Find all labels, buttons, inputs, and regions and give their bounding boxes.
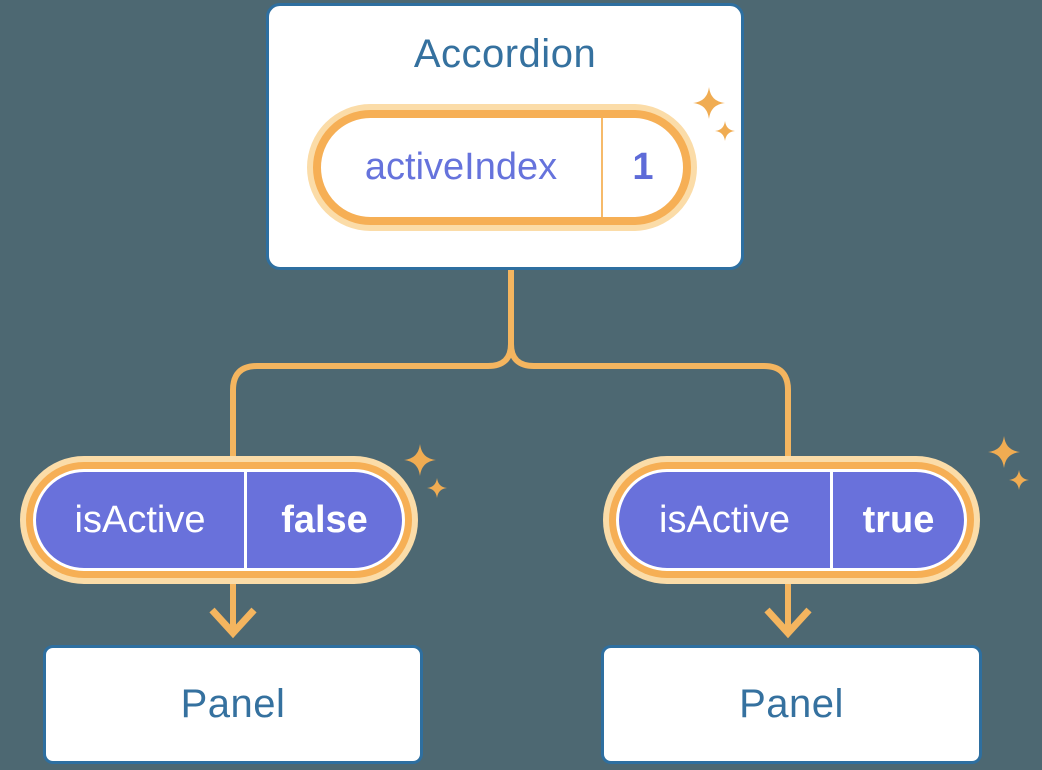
prop-pill-isactive-false: isActive false	[33, 469, 405, 571]
sparkle-icon	[715, 121, 735, 141]
arrowhead-down-icon	[209, 607, 257, 639]
prop-pill-isactive-true: isActive true	[616, 469, 967, 571]
prop-value: false	[281, 498, 368, 541]
pill-divider	[830, 472, 833, 568]
state-name: activeIndex	[364, 146, 558, 188]
prop-name: isActive	[659, 498, 790, 541]
sparkle-icon	[404, 444, 436, 476]
state-pill-activeindex: activeIndex 1	[313, 110, 691, 225]
sparkle-icon	[988, 436, 1020, 468]
sparkle-icon	[427, 478, 447, 498]
prop-name: isActive	[74, 498, 206, 541]
pill-divider	[244, 472, 247, 568]
panel-node-title: Panel	[180, 682, 286, 726]
state-value: 1	[632, 146, 654, 188]
panel-node-right: Panel	[601, 645, 982, 764]
accordion-node-title: Accordion	[413, 32, 597, 76]
pill-divider	[601, 118, 603, 217]
panel-node-left: Panel	[43, 645, 423, 764]
connector-right-branch	[508, 266, 791, 470]
panel-node-title: Panel	[739, 682, 844, 726]
prop-value: true	[862, 498, 935, 541]
arrowhead-down-icon	[764, 607, 812, 639]
connector-left-branch	[230, 266, 514, 470]
sparkle-icon	[693, 87, 725, 119]
sparkle-icon	[1009, 470, 1029, 490]
